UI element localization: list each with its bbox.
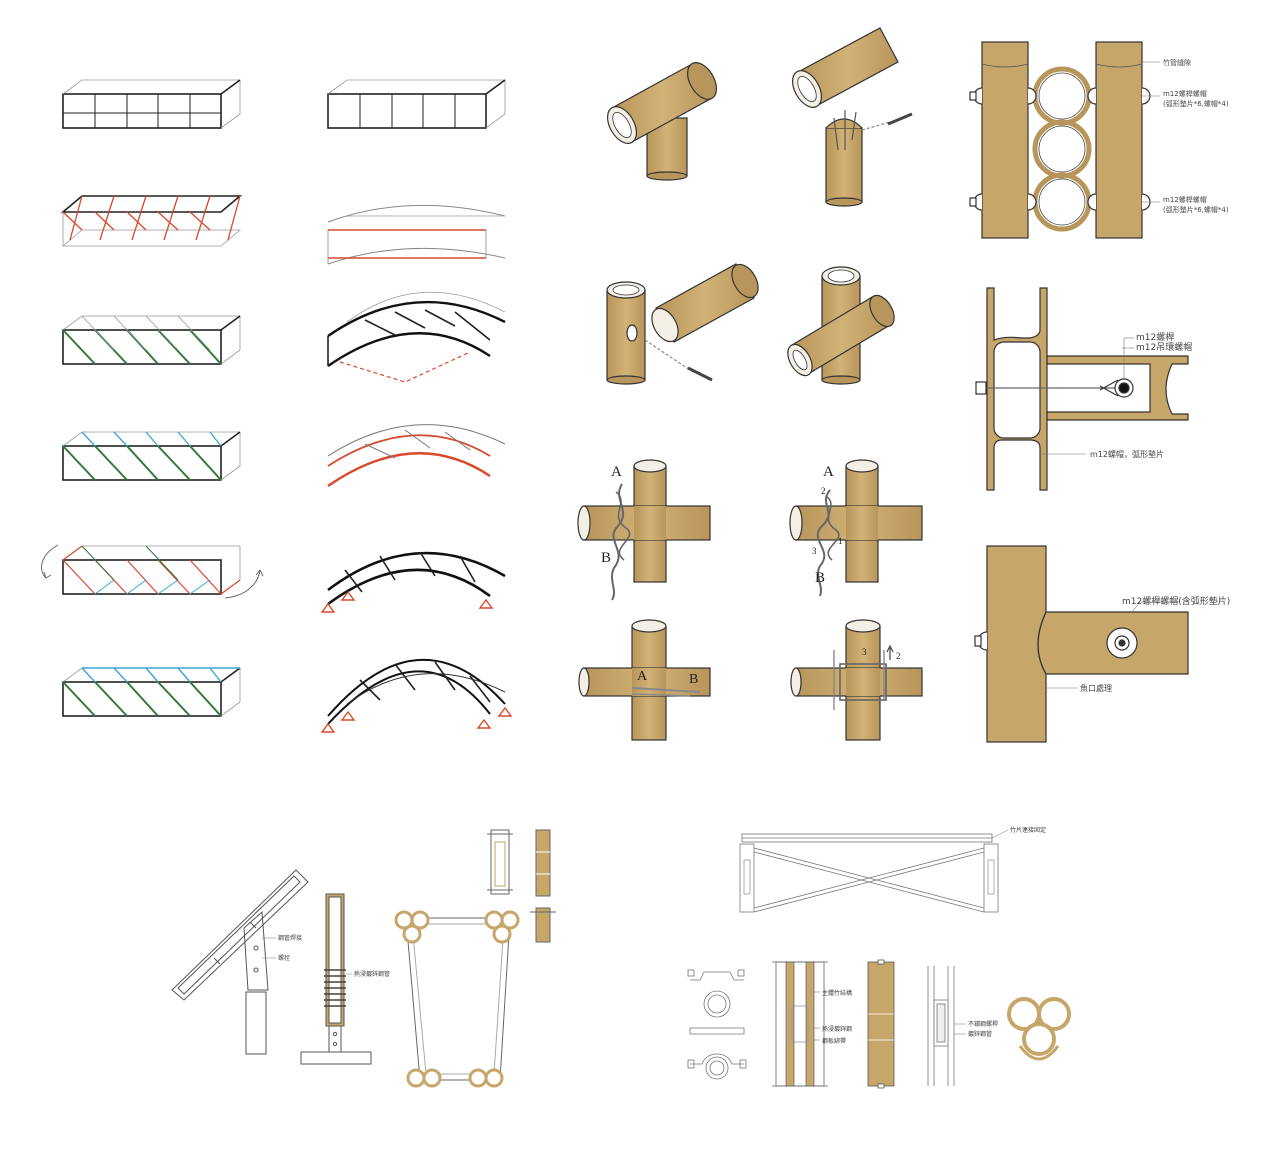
section-t-joint — [974, 545, 1189, 743]
truss-box-skewed — [60, 195, 243, 247]
truss-column-2 — [320, 79, 513, 733]
lash-diagram-4 — [790, 619, 923, 741]
label-bolt-b1: m12螺桿螺帽 — [1163, 195, 1207, 204]
truss-box-green-cyan — [62, 431, 241, 481]
arch-truss-red — [327, 424, 506, 487]
lash-letter-b-3: B — [689, 672, 698, 687]
lash-diagram-1 — [577, 459, 711, 601]
lash-step-2: 2 — [821, 486, 826, 496]
lash-step-1: 1 — [838, 536, 843, 546]
detail-strap-column — [772, 961, 828, 1087]
label-galv-pipe: 熱浸鍍鋅鋼管 — [354, 970, 390, 978]
truss-box-final — [62, 667, 241, 717]
label-stainless-rod: 不鏽鋼螺桿 — [968, 1020, 998, 1028]
lash-letter-a-3: A — [637, 669, 648, 684]
detail-inclined-post — [171, 869, 309, 1055]
joint-tee-exploded — [791, 27, 913, 207]
detail-bamboo-post — [867, 959, 895, 1089]
arch-box-plain — [327, 79, 506, 129]
label-bolt-a2: (弧形墊片*6,螺帽*4) — [1163, 99, 1229, 108]
section-h-joint — [975, 287, 1189, 491]
lash-diagram-2 — [789, 459, 923, 597]
lash-step-3b: 3 — [862, 647, 867, 657]
label-bolt-b2: (弧形墊片*6,螺帽*4) — [1163, 205, 1229, 214]
lash-step-2b: 2 — [896, 651, 901, 661]
label-steel-strap: 鋼板綁帶 — [822, 1037, 846, 1045]
detail-triple-tube — [1007, 997, 1071, 1061]
arch-bending — [327, 204, 506, 265]
lash-step-3: 3 — [812, 546, 817, 556]
section-bolted-tubes — [969, 41, 1160, 239]
truss-column-1 — [41, 79, 264, 717]
label-hot-dip: 熱浸鍍鋅鋼 — [822, 1025, 852, 1033]
detail-braced-frame — [739, 829, 1009, 913]
detail-clamp-plates — [687, 969, 747, 1080]
label-galv-tube: 鍍鋅鋼管 — [968, 1030, 992, 1038]
label-h-bottom: m12螺帽，弧形墊片 — [1090, 449, 1164, 459]
label-h-nut: m12吊環螺帽 — [1136, 341, 1192, 353]
lash-letter-a-2: A — [823, 464, 834, 480]
label-bolt-a1: m12螺桿螺帽 — [1163, 89, 1207, 98]
joint-cross — [787, 266, 895, 385]
detail-vertical-post — [300, 893, 372, 1065]
joint-cross-exploded — [606, 263, 759, 385]
arch-truss-final — [320, 659, 513, 733]
lash-letter-b-2: B — [815, 570, 825, 586]
arch-truss-supported — [320, 551, 506, 613]
truss-box-green — [62, 315, 241, 365]
lash-letter-b-1: B — [601, 550, 611, 566]
label-weld: 鋼管焊接 — [278, 934, 302, 942]
detail-bolt-plate — [927, 966, 966, 1086]
label-h-rod: m12螺桿 — [1136, 331, 1174, 343]
detail-small-elevations — [487, 829, 556, 943]
lash-letter-a-1: A — [611, 464, 622, 480]
label-t-bolt: m12螺桿螺帽(含弧形墊片) — [1122, 595, 1230, 607]
joint-tee — [606, 62, 718, 181]
label-cap-gap: 竹管縫隙 — [1163, 58, 1191, 67]
arch-truss-dashed — [327, 291, 506, 383]
truss-box-plain — [62, 79, 241, 129]
label-t-cut: 魚口處理 — [1080, 683, 1112, 693]
detail-frame-section — [394, 910, 520, 1088]
label-bamboo-fix: 竹片連接固定 — [1010, 826, 1046, 834]
truss-box-twisted — [41, 544, 264, 599]
lash-diagram-3 — [578, 619, 711, 741]
label-main-bamboo: 主體竹結構 — [822, 989, 852, 997]
label-bolt: 螺栓 — [278, 954, 290, 962]
